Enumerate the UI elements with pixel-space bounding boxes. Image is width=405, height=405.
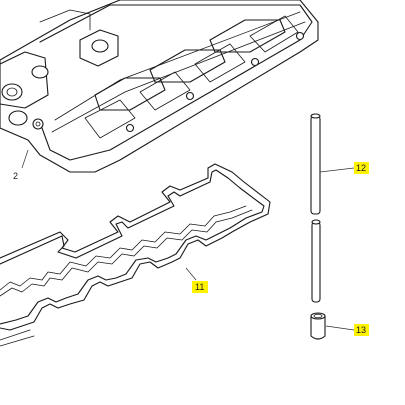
callout-12-highlight bbox=[354, 162, 369, 174]
callout-11-highlight bbox=[192, 281, 208, 293]
cover-gasket bbox=[0, 163, 271, 347]
callout-13: 13 bbox=[325, 324, 369, 336]
callout-11: 11 bbox=[185, 267, 208, 293]
pushrod bbox=[310, 113, 321, 303]
callout-13-highlight bbox=[354, 324, 369, 336]
callout-13-label: 13 bbox=[356, 325, 366, 335]
callout-2-label: 2 bbox=[13, 171, 18, 181]
sleeve bbox=[310, 312, 326, 340]
cover-end-housing bbox=[0, 9, 119, 126]
callout-2: 2 bbox=[13, 149, 29, 181]
callout-11-label: 11 bbox=[195, 282, 204, 292]
cover-bolt-bosses bbox=[32, 31, 305, 133]
cover-compartments bbox=[84, 15, 299, 139]
valve-cover bbox=[0, 0, 319, 173]
callout-12-label: 12 bbox=[356, 163, 366, 173]
callout-12: 12 bbox=[319, 162, 369, 174]
